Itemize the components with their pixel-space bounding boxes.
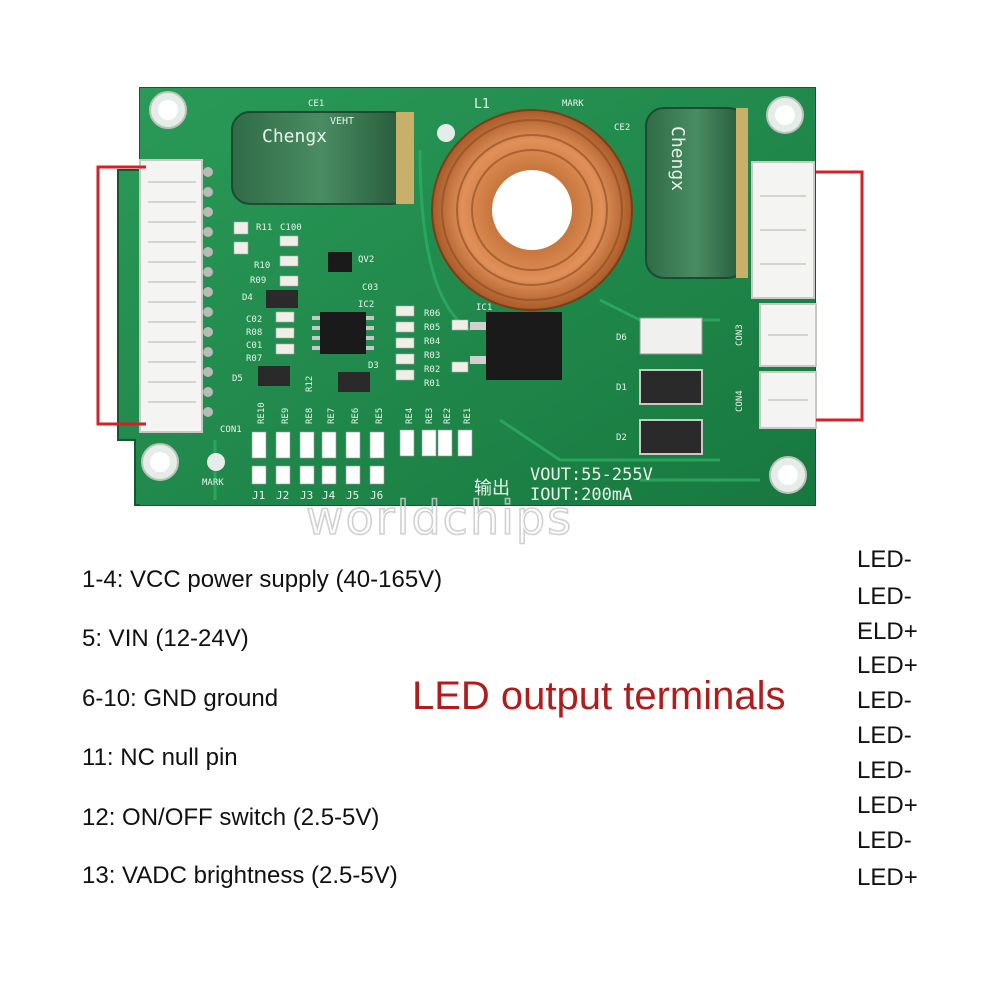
jumper-pads — [251, 465, 385, 485]
silk-c02: C02 — [246, 315, 262, 325]
pin-function-vin: 5: VIN (12-24V) — [82, 625, 249, 652]
silk-con4: CON4 — [735, 390, 745, 412]
led-terminal-4: LED+ — [857, 652, 918, 679]
watermark: worldchips — [306, 491, 573, 545]
silk-output-cn: 输出 — [474, 478, 510, 499]
silk-r07: R07 — [246, 354, 262, 364]
mounting-holes — [141, 91, 807, 494]
silk-vout: VOUT:55-255V — [530, 465, 653, 485]
l1-inductor-coil — [431, 109, 633, 311]
silk-re9: RE9 — [281, 408, 291, 424]
silk-l1: L1 — [474, 97, 490, 112]
silk-d2: D2 — [616, 433, 627, 443]
pin-function-vcc: 1-4: VCC power supply (40-165V) — [82, 566, 443, 593]
output-connector-top — [751, 161, 815, 299]
qv2-transistor — [328, 252, 352, 272]
led-terminal-10: LED+ — [857, 864, 918, 891]
silk-d5: D5 — [232, 374, 243, 384]
con3-connector — [759, 303, 817, 367]
output-highlight-bracket — [816, 170, 864, 422]
led-output-title: LED output terminals — [412, 674, 786, 718]
silk-con3: CON3 — [735, 324, 745, 346]
silkscreen-labels: CE1 L1 MARK CE2 Chengx VEHT Chengx R11 C… — [202, 97, 745, 505]
silk-ic2: IC2 — [358, 300, 374, 310]
silk-con1: CON1 — [220, 425, 242, 435]
silk-re3: RE3 — [425, 408, 435, 424]
con1-highlight-bracket — [96, 165, 146, 426]
silk-re2: RE2 — [443, 408, 453, 424]
led-terminal-8: LED+ — [857, 792, 918, 819]
silk-ce1: CE1 — [308, 99, 324, 109]
silk-r01: R01 — [424, 379, 440, 389]
silk-re7: RE7 — [327, 408, 337, 424]
silk-d1: D1 — [616, 383, 627, 393]
silk-r11: R11 — [256, 223, 272, 233]
silk-j6: J6 — [370, 489, 383, 502]
silk-cap-code-1: VEHT — [330, 116, 354, 127]
led-terminal-5: LED- — [857, 687, 912, 714]
ce1-capacitor — [231, 111, 414, 205]
silk-re4: RE4 — [405, 408, 415, 424]
silk-d3: D3 — [368, 361, 379, 371]
silk-j5: J5 — [346, 489, 359, 502]
silk-r09: R09 — [250, 276, 266, 286]
silk-mark-bottom: MARK — [202, 478, 224, 488]
silk-r12: R12 — [305, 376, 315, 392]
silk-r03: R03 — [424, 351, 440, 361]
silk-j4: J4 — [322, 489, 336, 502]
led-terminal-1: LED- — [857, 546, 912, 573]
con4-connector — [759, 371, 817, 429]
silk-r05: R05 — [424, 323, 440, 333]
silk-r06: R06 — [424, 309, 440, 319]
re-resistor-row — [251, 429, 473, 459]
silk-iout: IOUT:200mA — [530, 485, 632, 505]
silk-r10: R10 — [254, 261, 270, 271]
silk-ic1: IC1 — [476, 303, 492, 313]
silk-r02: R02 — [424, 365, 440, 375]
ce2-capacitor — [645, 107, 748, 279]
silk-re6: RE6 — [351, 408, 361, 424]
led-terminal-9: LED- — [857, 827, 912, 854]
silk-c100: C100 — [280, 223, 302, 233]
led-terminal-7: LED- — [857, 757, 912, 784]
silk-j3: J3 — [300, 489, 313, 502]
silk-r04: R04 — [424, 337, 440, 347]
silk-d4: D4 — [242, 293, 253, 303]
led-terminal-3: ELD+ — [857, 618, 918, 645]
silk-re5: RE5 — [375, 408, 385, 424]
silk-qv2: QV2 — [358, 255, 374, 265]
silk-c01: C01 — [246, 341, 262, 351]
silk-mark-top: MARK — [562, 99, 584, 109]
con1-connector — [139, 159, 213, 433]
silk-re8: RE8 — [305, 408, 315, 424]
pin-function-nc: 11: NC null pin — [82, 744, 238, 771]
pcb-board-figure: CE1 L1 MARK CE2 Chengx VEHT Chengx R11 C… — [96, 87, 864, 546]
smd-components — [233, 221, 469, 381]
ic1-chip — [470, 312, 562, 380]
silk-j1: J1 — [252, 489, 265, 502]
pin-function-vadc: 13: VADC brightness (2.5-5V) — [82, 862, 398, 889]
pin-function-on-off: 12: ON/OFF switch (2.5-5V) — [82, 804, 380, 831]
silk-re1: RE1 — [463, 408, 473, 424]
led-terminal-2: LED- — [857, 583, 912, 610]
ic2-chip — [312, 312, 374, 354]
led-terminal-6: LED- — [857, 722, 912, 749]
silk-re10: RE10 — [257, 402, 267, 424]
pin-function-gnd: 6-10: GND ground — [82, 685, 279, 712]
silk-cap-brand-1: Chengx — [262, 126, 327, 147]
silk-cap-brand-2: Chengx — [667, 126, 688, 191]
silk-d6: D6 — [616, 333, 627, 343]
diodes — [258, 290, 703, 455]
silk-r08: R08 — [246, 328, 262, 338]
silk-ce2: CE2 — [614, 123, 630, 133]
silk-c03: C03 — [362, 283, 378, 293]
silk-j2: J2 — [276, 489, 289, 502]
